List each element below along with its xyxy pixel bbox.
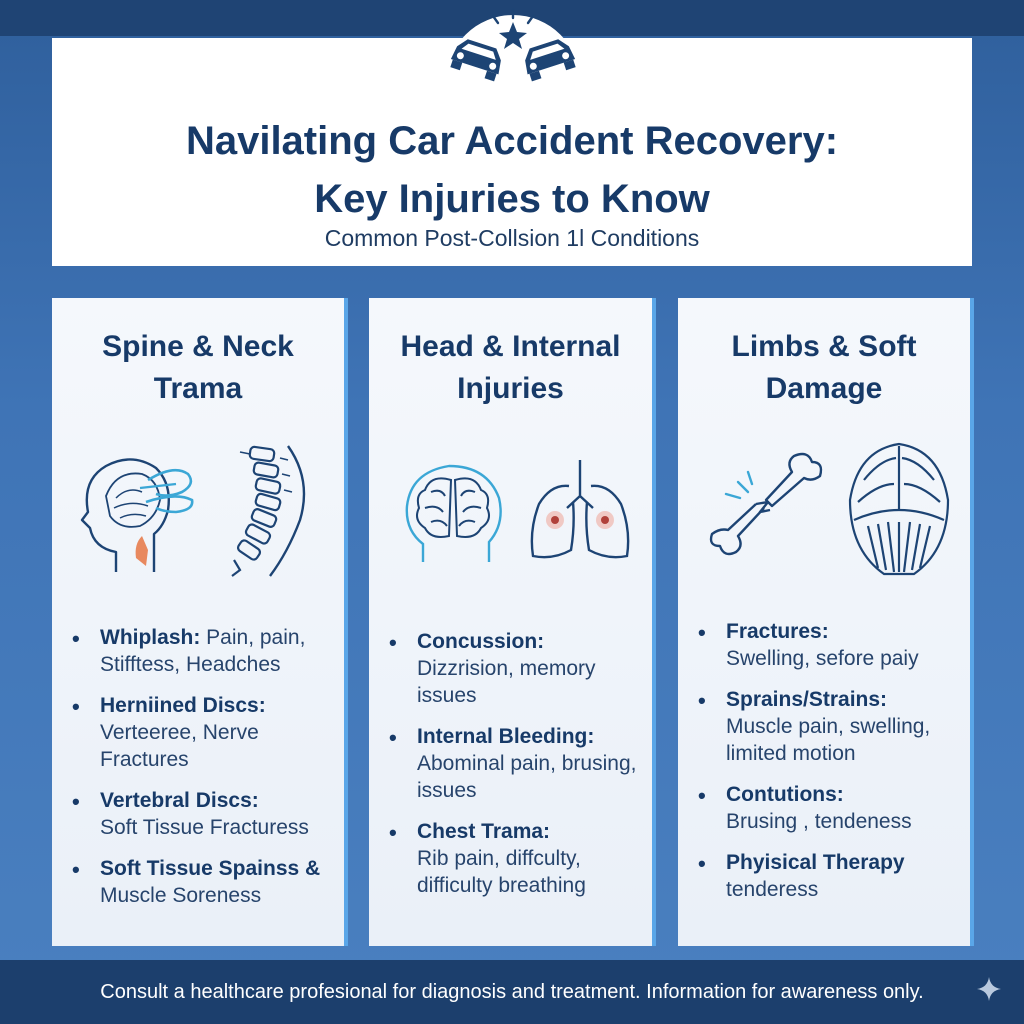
item-detail: Rib pain, diffculty, difficulty breathin… bbox=[417, 847, 586, 897]
list-item: • Chest Trama: Rib pain, diffculty, diff… bbox=[369, 818, 652, 899]
page-title: Navilating Car Accident Recovery: Key In… bbox=[0, 112, 1024, 228]
bullet-point: • bbox=[698, 688, 706, 713]
title-line-1: Navilating Car Accident Recovery: bbox=[185, 119, 839, 163]
item-heading: Internal Bleeding: bbox=[417, 725, 595, 748]
list-item: • Fractures: Swelling, sefore paiy bbox=[678, 618, 970, 672]
injury-list: • Whiplash: Pain, pain, Stifftess, Headc… bbox=[52, 624, 344, 923]
item-heading: Concussion: bbox=[417, 630, 545, 653]
item-heading: Sprains/Strains: bbox=[726, 688, 888, 711]
item-heading: Whiplash: Pain, pain, Stifftess, Headche… bbox=[100, 624, 338, 678]
list-item: • Whiplash: Pain, pain, Stifftess, Headc… bbox=[52, 624, 344, 678]
page-subtitle: Common Post-Collsion 1l Conditions bbox=[324, 225, 700, 251]
item-detail: Abominal pain, brusing, issues bbox=[417, 752, 637, 802]
item-heading-text: Whiplash: bbox=[100, 626, 201, 649]
sparkle-icon bbox=[977, 977, 1001, 1001]
card-title: Spine & Neck Trama bbox=[102, 330, 294, 405]
injury-list: • Fractures: Swelling, sefore paiy • Spr… bbox=[678, 618, 970, 917]
lungs-icon bbox=[530, 460, 630, 559]
item-heading: Chest Trama: bbox=[417, 820, 551, 843]
bullet-point: • bbox=[72, 857, 80, 882]
injury-list: • Concussion: Dizzrision, memory issues … bbox=[369, 628, 652, 913]
bullet-point: • bbox=[72, 694, 80, 719]
card-title: Head & Internal Injuries bbox=[400, 330, 621, 405]
list-item: • Internal Bleeding: Abominal pain, brus… bbox=[369, 723, 652, 804]
bullet-point: • bbox=[698, 620, 706, 645]
item-detail: Soft Tissue Fracturess bbox=[100, 816, 309, 839]
bullet-point: • bbox=[698, 851, 706, 876]
bullet-point: • bbox=[389, 820, 397, 845]
item-detail: tenderess bbox=[726, 878, 819, 901]
footer-band bbox=[0, 960, 1024, 1024]
item-detail: Muscle Soreness bbox=[100, 884, 262, 907]
list-item: • Vertebral Discs: Soft Tissue Fractures… bbox=[52, 787, 344, 841]
list-item: • Herniined Discs: Verteeree, Nerve Frac… bbox=[52, 692, 344, 773]
list-item: • Phyisical Therapy tenderess bbox=[678, 849, 970, 903]
item-heading: Herniined Discs: bbox=[100, 694, 266, 717]
broken-bone-icon bbox=[709, 452, 823, 556]
bullet-point: • bbox=[72, 626, 80, 651]
item-detail: Brusing , tendeness bbox=[726, 810, 912, 833]
card-title: Limbs & Soft Damage bbox=[731, 330, 917, 405]
muscle-icon bbox=[848, 442, 950, 576]
list-item: • Concussion: Dizzrision, memory issues bbox=[369, 628, 652, 709]
item-heading: Vertebral Discs: bbox=[100, 789, 259, 812]
card-spine-neck: Spine & Neck Trama • Whipl bbox=[52, 298, 348, 946]
title-line-2: Key Injuries to Know bbox=[314, 177, 710, 221]
item-detail: Swelling, sefore paiy bbox=[726, 647, 919, 670]
card-limbs-soft: Limbs & Soft Damage • Fractures: Swellin… bbox=[678, 298, 974, 946]
list-item: • Soft Tissue Spainss & Muscle Soreness bbox=[52, 855, 344, 909]
item-detail: Verteeree, Nerve Fractures bbox=[100, 721, 259, 771]
bullet-point: • bbox=[698, 783, 706, 808]
item-heading: Fractures: bbox=[726, 620, 829, 643]
head-whiplash-icon bbox=[80, 458, 194, 572]
item-detail: Muscle pain, swelling, limited motion bbox=[726, 715, 931, 765]
item-heading: Contutions: bbox=[726, 783, 844, 806]
bullet-point: • bbox=[72, 789, 80, 814]
list-item: • Sprains/Strains: Muscle pain, swelling… bbox=[678, 686, 970, 767]
list-item: • Contutions: Brusing , tendeness bbox=[678, 781, 970, 835]
bullet-point: • bbox=[389, 725, 397, 750]
footer-disclaimer: Consult a healthcare profesional for dia… bbox=[100, 981, 924, 1003]
item-detail: Dizzrision, memory issues bbox=[417, 657, 596, 707]
spine-icon bbox=[231, 445, 306, 577]
item-heading: Soft Tissue Spainss & bbox=[100, 857, 321, 880]
item-detail: Pain, pain, Stifftess, Headches bbox=[100, 626, 306, 676]
bullet-point: • bbox=[389, 630, 397, 655]
car-collision-icon bbox=[446, 8, 580, 82]
brain-icon bbox=[405, 464, 502, 562]
item-heading: Phyisical Therapy bbox=[726, 851, 905, 874]
card-head-internal: Head & Internal Injuries • Concussion: D… bbox=[369, 298, 656, 946]
